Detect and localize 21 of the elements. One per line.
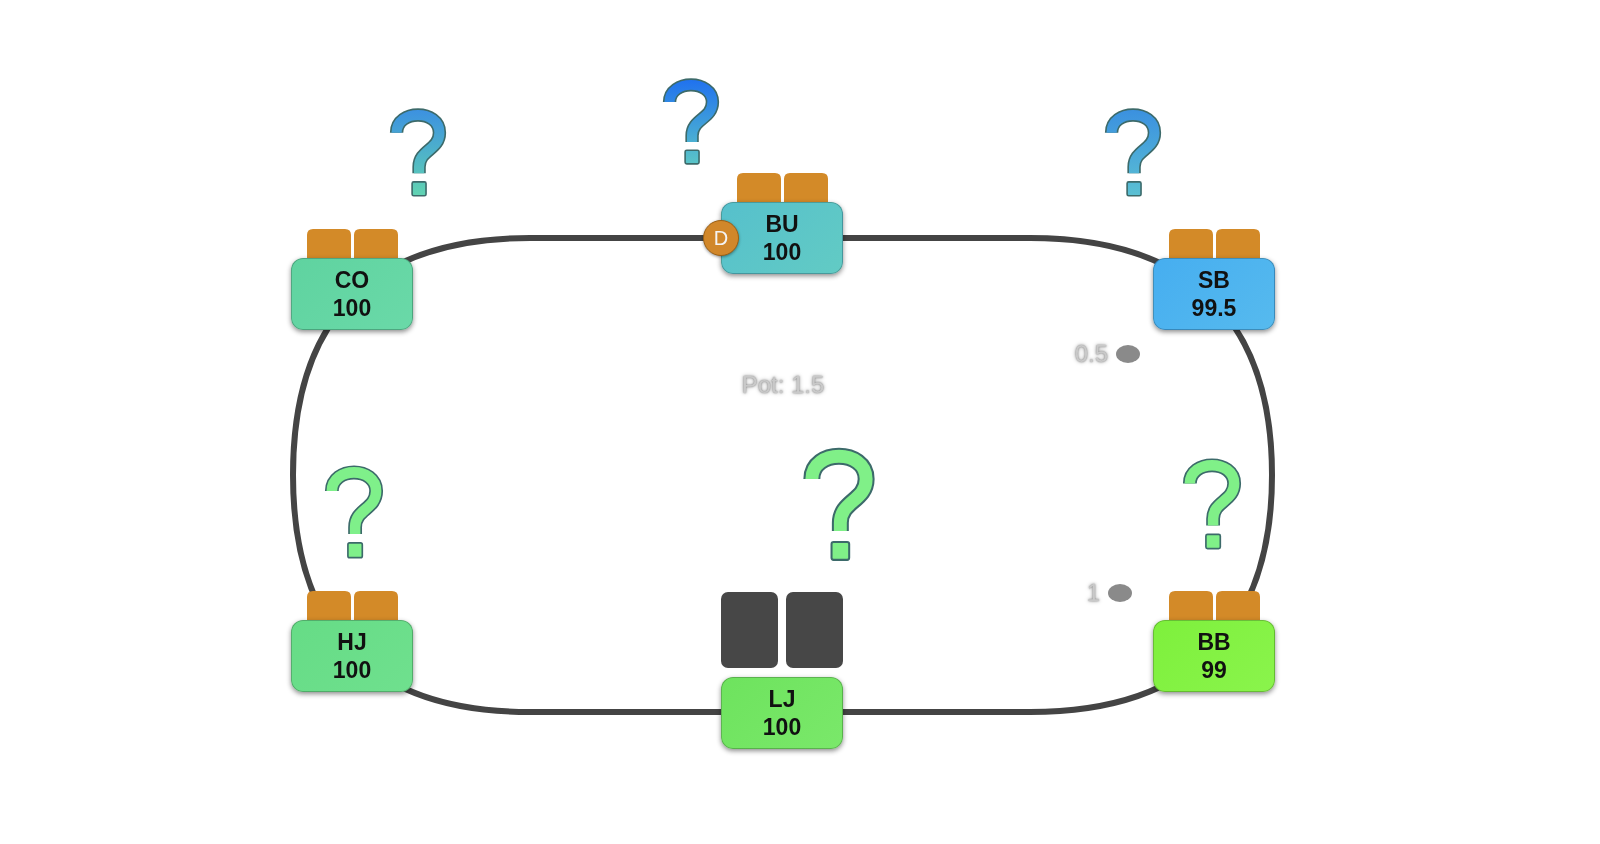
seat-name: BB — [1197, 628, 1231, 656]
bet-amount: 1 — [1086, 579, 1100, 607]
stack-size: 100 — [332, 294, 372, 322]
seat-name: CO — [334, 266, 370, 294]
stack-size: 100 — [762, 713, 802, 741]
stack-size: 100 — [332, 656, 372, 684]
stack-size: 99.5 — [1191, 294, 1237, 322]
seat-name: SB — [1198, 266, 1230, 294]
seat-name: LJ — [768, 685, 796, 713]
seat-name: HJ — [337, 628, 367, 656]
stack-size: 99 — [1201, 656, 1227, 684]
bet-amount: 0.5 — [1074, 340, 1108, 368]
seat-box — [291, 620, 413, 692]
pot-label: Pot: 1.5 — [741, 371, 825, 399]
stack-size: 100 — [762, 238, 802, 266]
seat-box — [291, 258, 413, 330]
seat-name: BU — [765, 210, 799, 238]
seat-box — [1153, 258, 1275, 330]
seat-box — [1153, 620, 1275, 692]
dealer-button: D — [703, 220, 739, 256]
seat-box — [721, 677, 843, 749]
